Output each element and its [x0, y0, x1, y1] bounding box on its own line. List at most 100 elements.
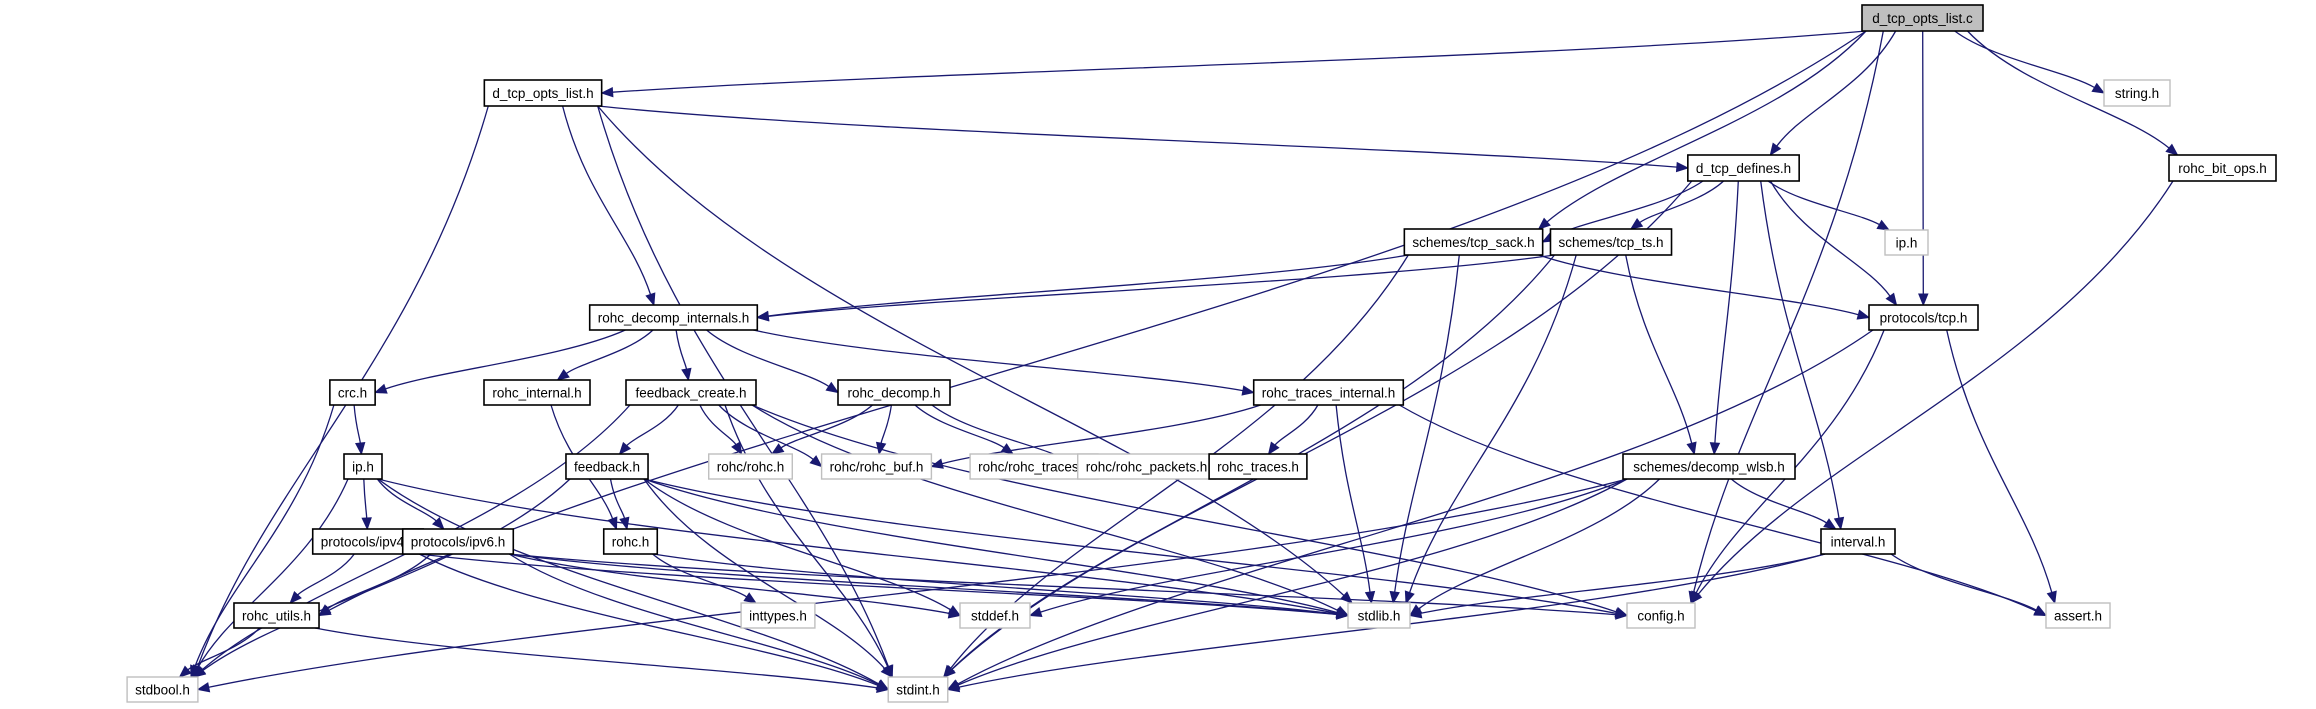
edge-line: [626, 404, 679, 447]
edge-line: [675, 329, 688, 370]
edge-arrowhead-icon: [1823, 518, 1837, 530]
edge-line: [385, 329, 626, 390]
edge-line: [1714, 180, 1739, 444]
edge-line: [1418, 478, 1660, 610]
edge-line: [597, 105, 1345, 596]
node-interval-h[interactable]: interval.h: [1820, 528, 1896, 555]
node-rohc-internal-h[interactable]: rohc_internal.h: [483, 379, 591, 406]
edge-line: [880, 404, 893, 444]
edge-line: [297, 553, 355, 596]
edge-ip-h-to-stdlib-h: [377, 478, 1350, 619]
node-d-tcp-opts-list-h[interactable]: d_tcp_opts_list.h: [483, 79, 603, 107]
edge-line: [597, 105, 1677, 168]
edge-arrowhead-icon: [355, 442, 366, 456]
node-label: crc.h: [338, 386, 367, 401]
node-box: [588, 304, 759, 331]
node-tcp-ts-h[interactable]: schemes/tcp_ts.h: [1549, 228, 1673, 256]
edge-line: [377, 478, 880, 685]
node-label: stdlib.h: [1358, 609, 1401, 624]
edge-line: [1692, 30, 1884, 593]
node-rohc-h[interactable]: rohc.h: [602, 528, 659, 555]
node-stdlib-h: stdlib.h: [1347, 602, 1411, 629]
edge-d-tcp-defines-h-to-tcp-ts-h: [1629, 180, 1725, 230]
edge-line: [202, 478, 571, 672]
edge-rohc-utils-h-to-stdbool-h: [178, 627, 260, 678]
node-label: rohc/rohc_packets.h: [1086, 460, 1208, 475]
edge-line: [565, 329, 654, 375]
edge-arrowhead-icon: [1404, 590, 1415, 605]
node-rohc-utils-h[interactable]: rohc_utils.h: [233, 602, 320, 629]
node-ip-h[interactable]: ip.h: [343, 453, 383, 480]
edge-arrowhead-icon: [2046, 590, 2057, 605]
edge-arrowhead-icon: [1690, 590, 1701, 605]
node-label: inttypes.h: [749, 609, 807, 624]
edge-d-tcp-opts-list-c-to-rohc-utils-h: [317, 30, 1867, 617]
node-rohc-traces-h[interactable]: rohc_traces.h: [1208, 453, 1308, 480]
edge-arrowhead-icon: [1267, 441, 1280, 456]
node-label: schemes/tcp_ts.h: [1558, 235, 1663, 250]
node-rohc-decomp-internals-h[interactable]: rohc_decomp_internals.h: [588, 304, 759, 331]
edge-rohc-decomp-internals-h-to-crc-h: [373, 329, 626, 394]
node-label: rohc_traces.h: [1217, 460, 1299, 475]
edge-line: [1697, 180, 2174, 595]
edge-line: [957, 478, 1628, 686]
edge-line: [643, 478, 1338, 614]
edge-arrowhead-icon: [2033, 605, 2048, 617]
node-box: [1403, 228, 1544, 256]
edge-ip-h-to-ipv4-h: [361, 478, 372, 531]
node-box: [343, 453, 383, 480]
edge-line: [653, 553, 1338, 615]
node-rohc-bit-ops-h[interactable]: rohc_bit_ops.h: [2168, 154, 2277, 182]
edge-line: [197, 478, 349, 668]
node-rohc-decomp-h[interactable]: rohc_decomp.h: [837, 379, 951, 406]
edge-line: [509, 553, 950, 615]
node-rohc-traces-internal-h[interactable]: rohc_traces_internal.h: [1252, 379, 1405, 406]
edge-line: [1776, 30, 1897, 147]
edge-ipv6-h-to-rohc-utils-h: [317, 553, 432, 617]
node-d-tcp-opts-list-c[interactable]: d_tcp_opts_list.c: [1861, 4, 1984, 32]
edge-arrowhead-icon: [770, 443, 785, 455]
node-decomp-wlsb-h[interactable]: schemes/decomp_wlsb.h: [1622, 453, 1796, 480]
edge-line: [1639, 180, 1725, 224]
edge-arrowhead-icon: [1028, 607, 1043, 617]
node-protocols-tcp-h[interactable]: protocols/tcp.h: [1868, 304, 1979, 331]
edge-line: [914, 404, 1005, 449]
edge-line: [1890, 553, 2037, 611]
node-label: protocols/ipv4.h: [321, 535, 416, 550]
node-label: rohc_decomp.h: [847, 386, 940, 401]
node-box: [837, 379, 951, 406]
edge-line: [314, 627, 878, 689]
edge-line: [724, 404, 889, 668]
node-crc-h[interactable]: crc.h: [329, 379, 376, 406]
node-tcp-sack-h[interactable]: schemes/tcp_sack.h: [1403, 228, 1544, 256]
edge-arrowhead-icon: [1389, 590, 1400, 605]
node-feedback-create-h[interactable]: feedback_create.h: [625, 379, 757, 406]
node-label: rohc_bit_ops.h: [2178, 161, 2267, 176]
edge-rohc-bit-ops-h-to-config-h: [1690, 180, 2174, 605]
edge-d-tcp-opts-list-c-to-protocols-tcp-h: [1918, 30, 1929, 307]
edge-arrowhead-icon: [1241, 385, 1256, 396]
node-ipv6-h[interactable]: protocols/ipv6.h: [401, 528, 515, 555]
node-feedback-h[interactable]: feedback.h: [565, 453, 649, 480]
node-label: stdbool.h: [135, 683, 190, 698]
node-d-tcp-defines-h[interactable]: d_tcp_defines.h: [1687, 154, 1800, 182]
edge-line: [197, 105, 489, 667]
node-box: [1347, 602, 1411, 629]
node-label: rohc.h: [612, 535, 650, 550]
edge-arrowhead-icon: [1885, 292, 1898, 307]
edge-ipv6-h-to-stddef-h: [509, 553, 962, 619]
edge-arrowhead-icon: [743, 592, 758, 604]
edge-decomp-wlsb-h-to-stdbool-h: [196, 478, 1628, 693]
edge-line: [957, 329, 1874, 685]
edge-line: [1394, 254, 1460, 593]
node-box: [1868, 304, 1979, 331]
node-box: [2103, 79, 2171, 107]
node-label: feedback_create.h: [635, 386, 746, 401]
node-stddef-h: stddef.h: [959, 602, 1031, 629]
edge-line: [652, 553, 748, 598]
edge-line: [561, 105, 652, 295]
node-box: [1626, 602, 1696, 629]
edge-arrowhead-icon: [1833, 516, 1845, 531]
node-label: rohc/rohc_buf.h: [830, 460, 924, 475]
